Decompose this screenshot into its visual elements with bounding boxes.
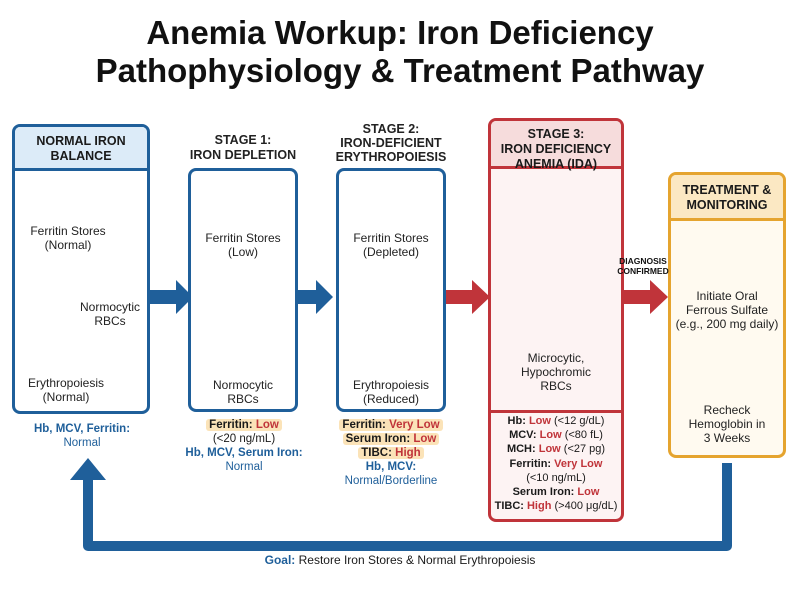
- panel-header: [191, 171, 295, 217]
- normal-lab-summary: Hb, MCV, Ferritin: Normal: [33, 423, 131, 449]
- panel-stage3-ida: STAGE 3: IRON DEFICIENCY ANEMIA (IDA): [488, 118, 624, 522]
- stage2-header: STAGE 2: IRON-DEFICIENT ERYTHROPOIESIS: [335, 122, 447, 164]
- stage1-ferritin-label: Ferritin Stores (Low): [205, 231, 281, 259]
- panel-header: TREATMENT & MONITORING: [671, 175, 783, 221]
- stage2-lab-summary: Ferritin: Very Low Serum Iron: Low TIBC:…: [326, 418, 456, 488]
- panel-stage2-iron-deficient-erythropoiesis: [336, 168, 446, 412]
- lab-row: MCH: Low (<27 pg): [506, 443, 606, 456]
- return-loop-arrow: [83, 463, 732, 551]
- page-title: Anemia Workup: Iron Deficiency Pathophys…: [0, 14, 800, 90]
- stage3-lab-list: Hb: Low (<12 g/dL) MCV: Low (<80 fL) MCH…: [490, 414, 622, 513]
- lab-row: TIBC: High (>400 μg/dL): [494, 500, 618, 513]
- stage1-rbc-label: Normocytic RBCs: [212, 378, 273, 406]
- arrow-normal-to-stage1: [150, 280, 193, 314]
- stage3-rbc-label: Microcytic, Hypochromic RBCs: [520, 351, 592, 393]
- lab-row: (<10 ng/mL): [526, 471, 586, 484]
- stage1-lab-summary: Ferritin: Low (<20 ng/mL) Hb, MCV, Serum…: [185, 419, 303, 473]
- diagnosis-confirmed-label: DIAGNOSIS CONFIRMED: [617, 256, 669, 276]
- goal-text: Restore Iron Stores & Normal Erythropoie…: [295, 553, 536, 567]
- lab-row: Ferritin: Very Low: [509, 457, 603, 470]
- normal-rbc-label: Normocytic RBCs: [79, 300, 140, 328]
- panel-normal-iron-balance: NORMAL IRON BALANCE: [12, 124, 150, 414]
- lab-row: Serum Iron: Low: [512, 486, 600, 499]
- normal-ferritin-label: Ferritin Stores (Normal): [30, 224, 106, 252]
- arrow-stage2-to-stage3: [444, 280, 490, 314]
- lab-row: MCV: Low (<80 fL): [509, 429, 603, 442]
- title-line-1: Anemia Workup: Iron Deficiency: [146, 14, 654, 51]
- normal-erythropoiesis-label: Erythropoiesis (Normal): [27, 376, 105, 404]
- stage2-ferritin-label: Ferritin Stores (Depleted): [353, 231, 429, 259]
- stage1-header: STAGE 1: IRON DEPLETION: [189, 133, 297, 162]
- header-line-2: BALANCE: [50, 149, 112, 163]
- title-line-2: Pathophysiology & Treatment Pathway: [95, 52, 705, 89]
- panel-stage1-iron-depletion: [188, 168, 298, 412]
- treatment-oral-iron-label: Initiate Oral Ferrous Sulfate (e.g., 200…: [675, 289, 779, 331]
- stage3-divider: [491, 410, 621, 413]
- return-loop-arrowhead: [70, 458, 106, 480]
- goal-label: Goal:: [264, 553, 296, 567]
- header-line-1: NORMAL IRON: [36, 134, 126, 148]
- treatment-recheck-label: Recheck Hemoglobin in 3 Weeks: [688, 403, 766, 445]
- goal-caption: Goal: Restore Iron Stores & Normal Eryth…: [0, 553, 800, 567]
- lab-row: Hb: Low (<12 g/dL): [507, 415, 605, 427]
- panel-header: NORMAL IRON BALANCE: [15, 127, 147, 171]
- panel-header: STAGE 3: IRON DEFICIENCY ANEMIA (IDA): [491, 121, 621, 171]
- stage2-erythropoiesis-label: Erythropoiesis (Reduced): [352, 378, 430, 406]
- panel-treatment-monitoring: TREATMENT & MONITORING: [668, 172, 786, 458]
